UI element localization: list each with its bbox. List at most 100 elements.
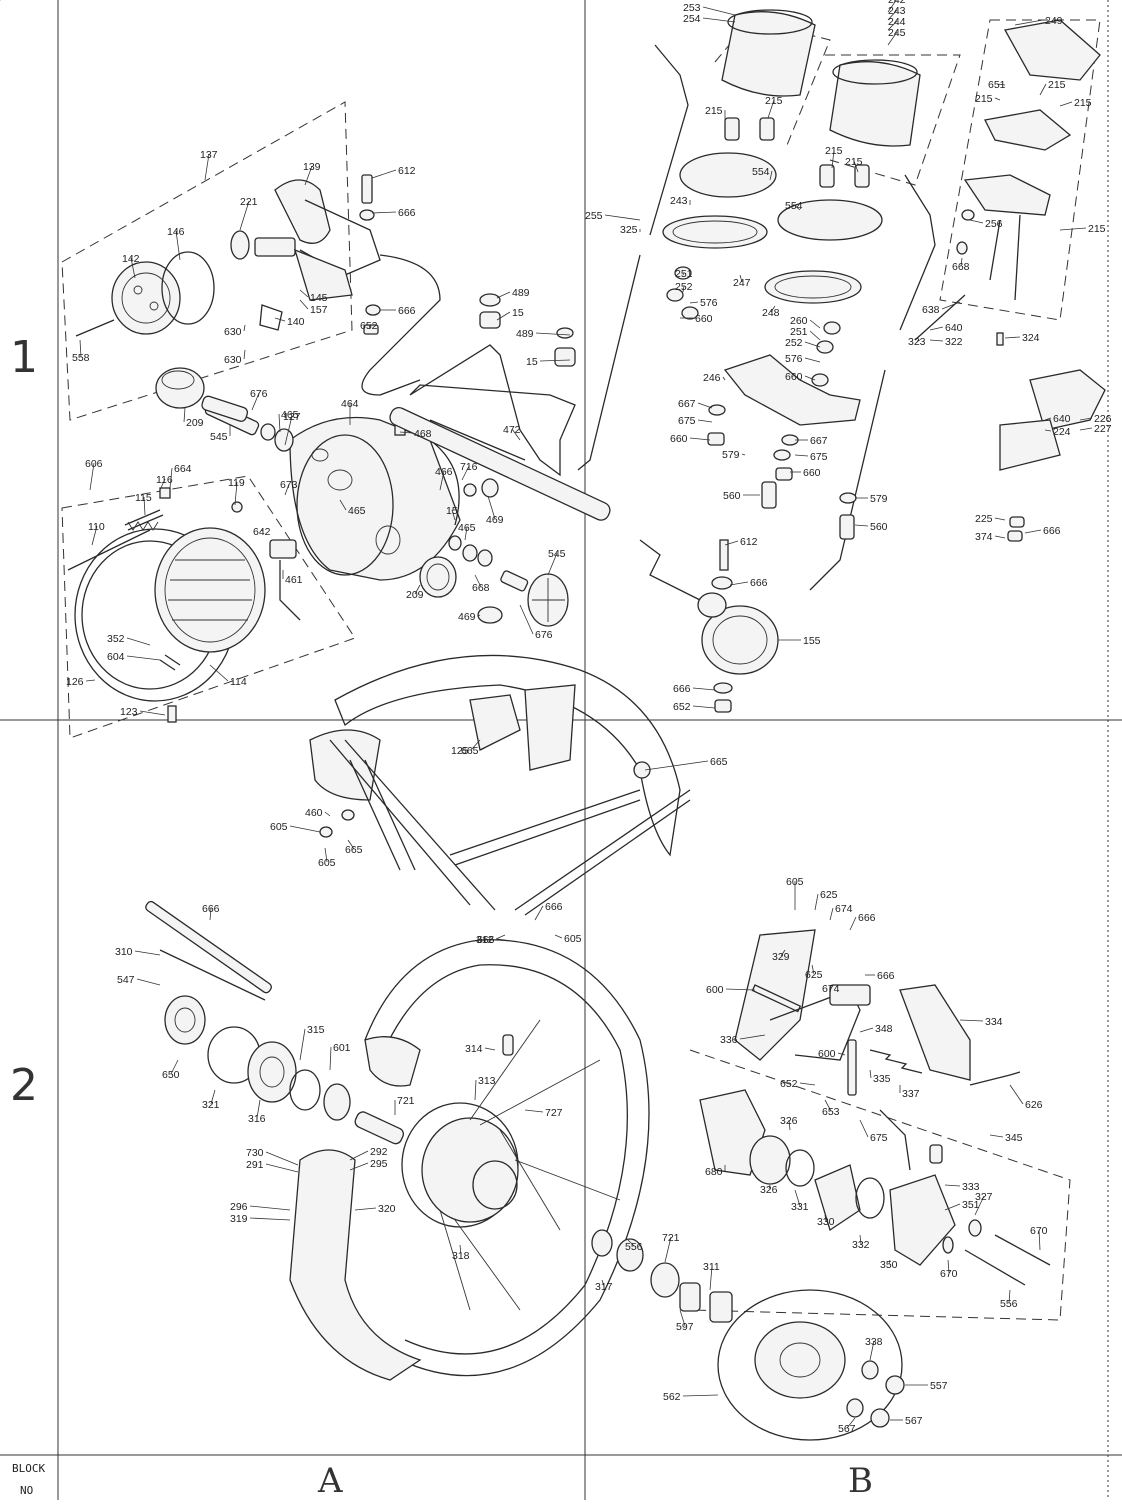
leader-line <box>136 978 161 986</box>
part-number-label: 314 <box>465 1043 483 1055</box>
part-number-label: 638 <box>922 304 940 316</box>
callout-part-256: 256 <box>969 218 1003 230</box>
callout-part-660: 660 <box>680 313 713 325</box>
leader-line <box>484 1047 496 1051</box>
callout-part-668: 668 <box>472 574 490 594</box>
part-number-label: 119 <box>228 477 245 489</box>
leader-line <box>495 934 506 940</box>
leader-line <box>947 1259 950 1274</box>
leader-line <box>349 1162 369 1171</box>
part-number-label: 674 <box>835 903 853 915</box>
part-number-label: 556 <box>625 1241 643 1253</box>
leader-line <box>175 230 181 261</box>
leader-line <box>829 907 834 921</box>
leader-line <box>831 149 835 169</box>
part-number-label: 625 <box>820 889 838 901</box>
group-boundaries <box>61 19 1101 1321</box>
row-label-2: 2 <box>10 1060 38 1111</box>
part-number-label: 666 <box>858 912 876 924</box>
callout-part-260: 260 <box>790 315 821 329</box>
leader-line <box>304 165 313 186</box>
part-number-label: 315 <box>307 1024 325 1036</box>
leader-line <box>299 1028 306 1061</box>
part-number-label: 664 <box>174 463 192 475</box>
callout-part-319: 319 <box>230 1213 291 1225</box>
part-number-label: 311 <box>703 1261 720 1273</box>
leader-line <box>243 349 246 360</box>
part-number-label: 612 <box>740 536 758 548</box>
callout-part-676: 676 <box>250 388 268 411</box>
callout-part-665: 665 <box>644 756 728 771</box>
leader-line <box>249 1217 291 1221</box>
callout-part-119: 119 <box>228 477 245 506</box>
leader-line <box>793 204 801 211</box>
part-number-label: 244 <box>888 16 906 28</box>
callout-part-638: 638 <box>922 301 961 316</box>
part-number-label: 224 <box>1053 426 1071 438</box>
callout-part-215: 215 <box>1059 97 1092 109</box>
part-number-label: 554 <box>752 166 770 178</box>
part-number-label: 123 <box>120 706 138 718</box>
leader-line <box>692 705 716 709</box>
leader-line <box>480 744 491 751</box>
leader-line <box>739 1034 766 1040</box>
part-number-label: 668 <box>472 582 490 594</box>
leader-line <box>496 938 506 941</box>
part-number-label: 465 <box>348 505 366 517</box>
leader-line <box>324 847 328 863</box>
part-number-label: 557 <box>0 0 18 3</box>
callout-part-468: 468 <box>399 428 432 440</box>
callout-part-350: 350 <box>880 1259 898 1271</box>
callout-part-557: 557 <box>0 0 18 3</box>
part-number-label: 469 <box>486 514 504 526</box>
callout-part-666: 666 <box>371 207 416 219</box>
part-number-label: 665 <box>461 745 479 757</box>
part-number-label: 316 <box>248 1113 266 1125</box>
callout-part-547: 547 <box>117 974 161 986</box>
part-number-label: 255 <box>585 210 603 222</box>
part-number-label: 350 <box>880 1259 898 1271</box>
block-number-label: NO <box>20 1484 33 1497</box>
leader-line <box>859 1234 862 1245</box>
leader-line <box>339 499 347 511</box>
callout-part-554: 554 <box>785 200 803 212</box>
leader-line <box>329 1046 332 1071</box>
leader-line <box>284 483 290 496</box>
leader-line <box>251 392 260 411</box>
leader-line <box>170 1059 179 1075</box>
part-number-label: 673 <box>280 479 298 491</box>
part-number-label: 260 <box>790 315 808 327</box>
part-number-label: 209 <box>186 417 204 429</box>
leader-line <box>739 274 743 283</box>
leader-line <box>869 1069 872 1079</box>
part-number-label: 605 <box>786 876 804 888</box>
callout-part-242: 242 <box>887 0 906 13</box>
part-number-label: 337 <box>902 1088 920 1100</box>
callout-part-335: 335 <box>869 1069 891 1085</box>
part-number-label: 676 <box>535 629 553 641</box>
callout-part-247: 247 <box>733 274 751 289</box>
callout-part-313: 313 <box>474 1075 496 1101</box>
leader-line <box>887 9 898 21</box>
part-number-label: 660 <box>695 313 713 325</box>
part-number-label: 730 <box>246 1147 264 1159</box>
part-number-label: 209 <box>406 589 424 601</box>
leader-line <box>1014 19 1044 26</box>
part-number-label: 245 <box>888 27 906 39</box>
leader-line <box>1079 427 1093 431</box>
part-number-label: 327 <box>975 1191 993 1203</box>
part-number-label: 567 <box>838 1423 856 1435</box>
part-number-label: 721 <box>662 1232 680 1244</box>
part-number-label: 345 <box>1005 1132 1023 1144</box>
leader-line <box>1008 1289 1011 1304</box>
part-number-label: 310 <box>115 946 133 958</box>
part-number-label: 556 <box>1000 1298 1018 1310</box>
part-number-label: 291 <box>246 1159 264 1171</box>
callout-part-310: 310 <box>115 946 161 958</box>
leader-line <box>535 332 571 336</box>
part-number-label: 666 <box>750 577 768 589</box>
leader-line <box>994 97 1001 101</box>
leader-line <box>664 1236 672 1263</box>
callout-part-558: 558 <box>72 339 90 364</box>
leader-line <box>1044 417 1052 421</box>
